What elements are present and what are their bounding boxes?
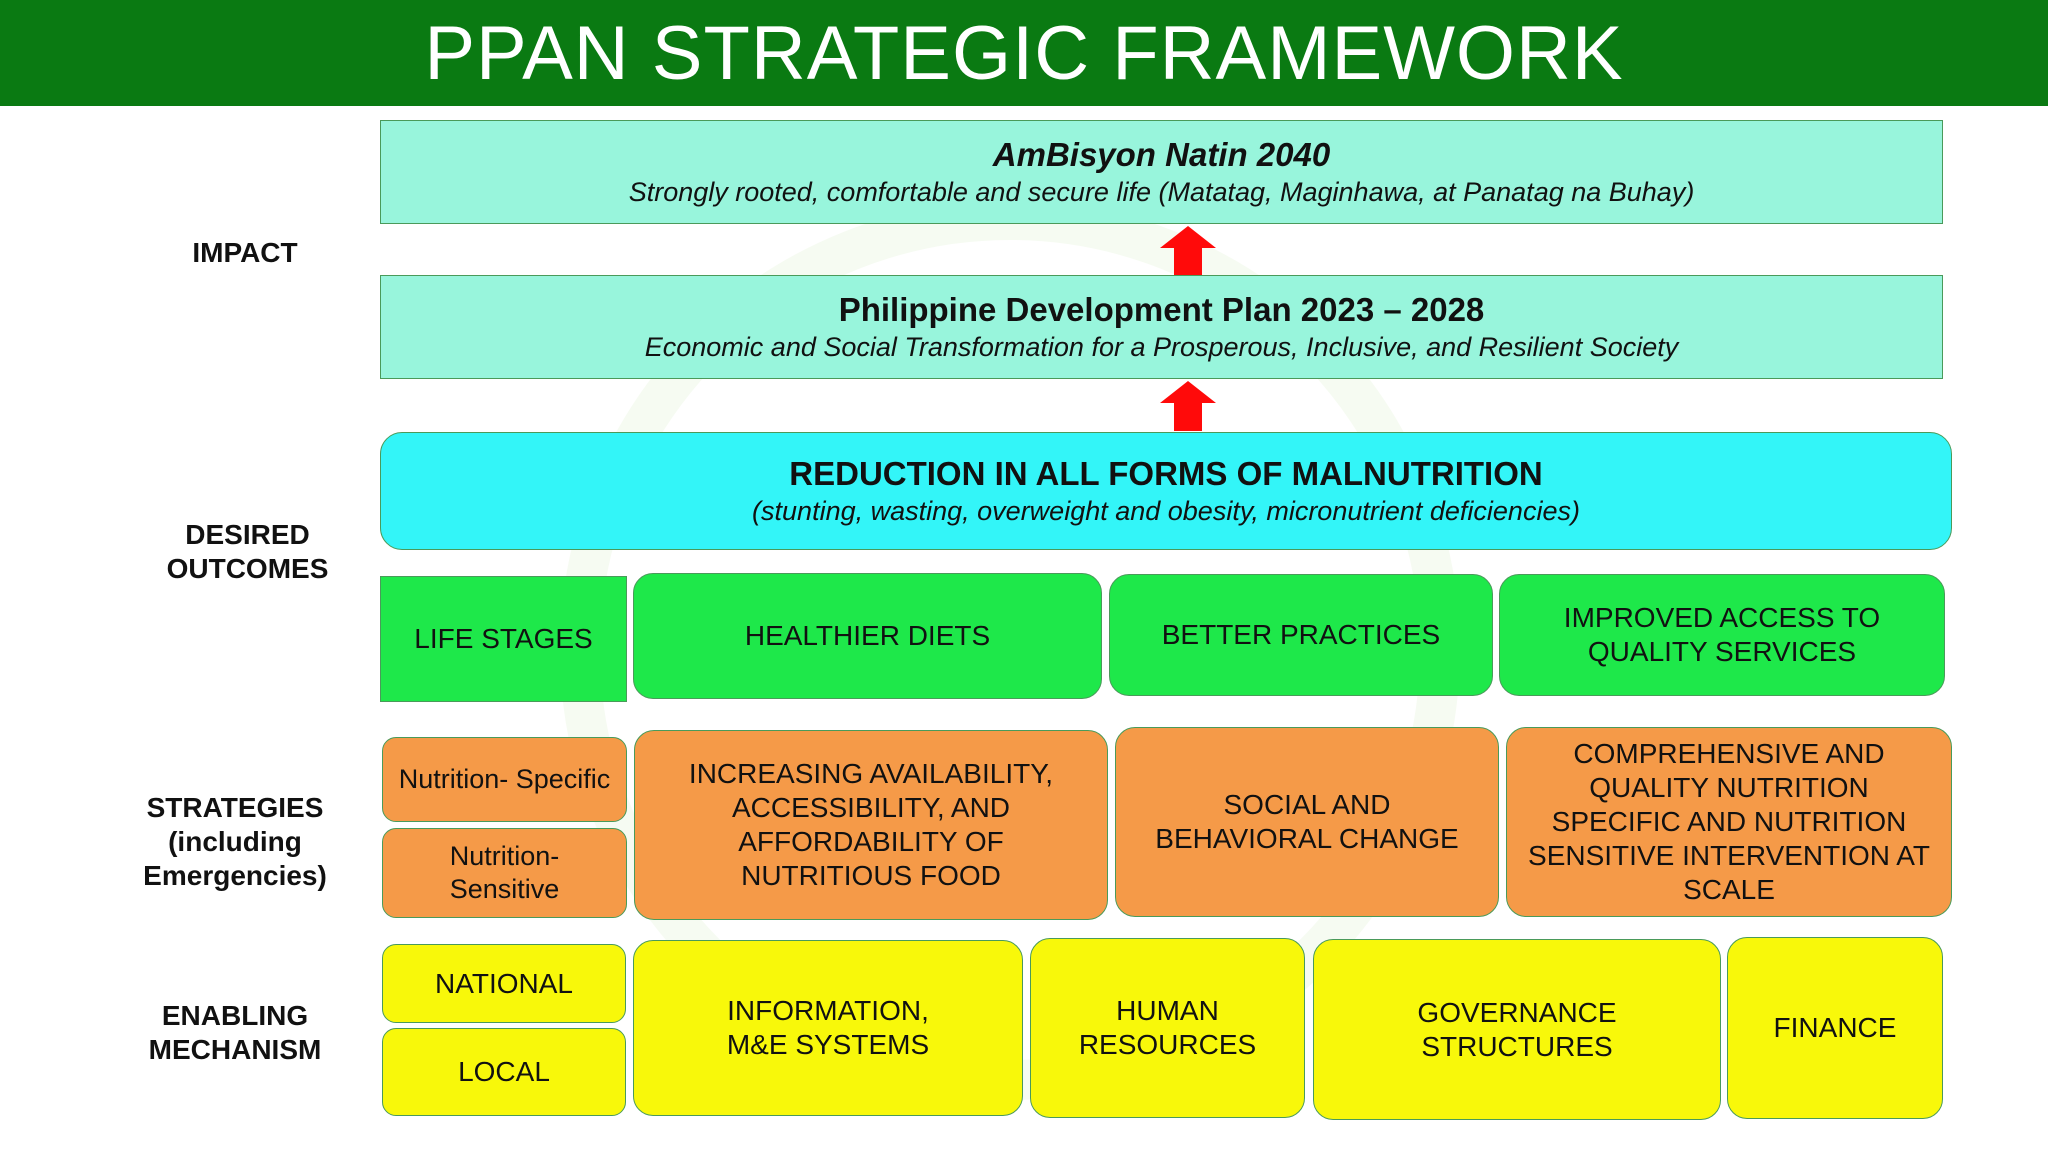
nutrition-sensitive-line2: Sensitive: [449, 874, 560, 904]
nutrition-specific-text: Nutrition- Specific: [398, 764, 611, 794]
label-strategies-line1: STRATEGIES: [146, 792, 324, 823]
label-impact-text: IMPACT: [192, 237, 298, 268]
information-line1: INFORMATION,: [727, 995, 929, 1026]
comprehensive-line3: SPECIFIC AND NUTRITION: [1551, 806, 1907, 837]
finance-box: FINANCE: [1727, 937, 1943, 1119]
local-text: LOCAL: [458, 1056, 550, 1087]
increasing-line3: AFFORDABILITY OF: [738, 826, 1004, 857]
pdp-box: Philippine Development Plan 2023 – 2028 …: [380, 275, 1943, 379]
nutrition-specific-box: Nutrition- Specific: [382, 737, 627, 822]
header-bar: PPAN STRATEGIC FRAMEWORK: [0, 0, 2048, 106]
improved-access-line1: IMPROVED ACCESS TO: [1563, 602, 1881, 633]
ambisyon-subtitle: Strongly rooted, comfortable and secure …: [628, 177, 1695, 207]
improved-access-box: IMPROVED ACCESS TO QUALITY SERVICES: [1499, 574, 1945, 696]
pdp-title: Philippine Development Plan 2023 – 2028: [838, 291, 1485, 328]
information-box: INFORMATION, M&E SYSTEMS: [633, 940, 1023, 1116]
comprehensive-line4: SENSITIVE INTERVENTION AT: [1528, 840, 1930, 871]
increasing-line2: ACCESSIBILITY, AND: [731, 792, 1011, 823]
arrow-up-icon: [1160, 226, 1216, 276]
nutrition-sensitive-line1: Nutrition-: [449, 841, 560, 871]
governance-line2: STRUCTURES: [1421, 1030, 1613, 1062]
increasing-line4: NUTRITIOUS FOOD: [741, 860, 1001, 891]
label-enabling: ENABLING MECHANISM: [125, 999, 345, 1067]
social-line1: SOCIAL AND: [1223, 789, 1391, 820]
pdp-subtitle: Economic and Social Transformation for a…: [644, 332, 1679, 362]
label-desired-line2: OUTCOMES: [166, 553, 329, 584]
finance-text: FINANCE: [1773, 1012, 1897, 1043]
label-desired-outcomes: DESIRED OUTCOMES: [140, 518, 355, 586]
social-line2: BEHAVIORAL CHANGE: [1155, 823, 1459, 854]
label-desired-line1: DESIRED: [185, 519, 310, 550]
comprehensive-box: COMPREHENSIVE AND QUALITY NUTRITION SPEC…: [1506, 727, 1952, 917]
national-text: NATIONAL: [435, 967, 573, 999]
local-box: LOCAL: [382, 1028, 626, 1116]
human-resources-line1: HUMAN: [1116, 995, 1219, 1026]
healthier-diets-box: HEALTHIER DIETS: [633, 573, 1102, 699]
nutrition-sensitive-box: Nutrition- Sensitive: [382, 828, 627, 918]
ambisyon-title: AmBisyon Natin 2040: [992, 136, 1331, 173]
governance-box: GOVERNANCE STRUCTURES: [1313, 939, 1721, 1120]
label-strategies: STRATEGIES (including Emergencies): [125, 791, 345, 893]
comprehensive-line2: QUALITY NUTRITION: [1589, 772, 1869, 803]
comprehensive-line5: SCALE: [1683, 874, 1775, 905]
label-strategies-line2: (including: [168, 826, 302, 857]
arrow-up-icon: [1160, 381, 1216, 431]
better-practices-text: BETTER PRACTICES: [1161, 619, 1441, 650]
life-stages-box: LIFE STAGES: [380, 576, 627, 702]
increasing-line1: INCREASING AVAILABILITY,: [688, 758, 1054, 789]
governance-line1: GOVERNANCE: [1417, 996, 1617, 1028]
information-line2: M&E SYSTEMS: [726, 1029, 930, 1060]
national-box: NATIONAL: [382, 944, 626, 1023]
social-behavioral-box: SOCIAL AND BEHAVIORAL CHANGE: [1115, 727, 1499, 917]
better-practices-box: BETTER PRACTICES: [1109, 574, 1493, 696]
ambisyon-box: AmBisyon Natin 2040 Strongly rooted, com…: [380, 120, 1943, 224]
outcome-title: REDUCTION IN ALL FORMS OF MALNUTRITION: [789, 455, 1543, 492]
human-resources-line2: RESOURCES: [1078, 1029, 1257, 1060]
improved-access-line2: QUALITY SERVICES: [1587, 636, 1857, 667]
page-title: PPAN STRATEGIC FRAMEWORK: [424, 10, 1624, 96]
comprehensive-line1: COMPREHENSIVE AND: [1573, 738, 1885, 769]
label-strategies-line3: Emergencies): [143, 860, 327, 891]
healthier-diets-text: HEALTHIER DIETS: [744, 620, 991, 651]
label-enabling-line1: ENABLING: [161, 1000, 309, 1031]
label-impact: IMPACT: [150, 236, 340, 270]
label-enabling-line2: MECHANISM: [148, 1034, 322, 1065]
human-resources-box: HUMAN RESOURCES: [1030, 938, 1305, 1118]
life-stages-text: LIFE STAGES: [414, 623, 593, 654]
outcome-subtitle: (stunting, wasting, overweight and obesi…: [752, 496, 1580, 526]
outcome-box: REDUCTION IN ALL FORMS OF MALNUTRITION (…: [380, 432, 1952, 550]
increasing-availability-box: INCREASING AVAILABILITY, ACCESSIBILITY, …: [634, 730, 1108, 920]
